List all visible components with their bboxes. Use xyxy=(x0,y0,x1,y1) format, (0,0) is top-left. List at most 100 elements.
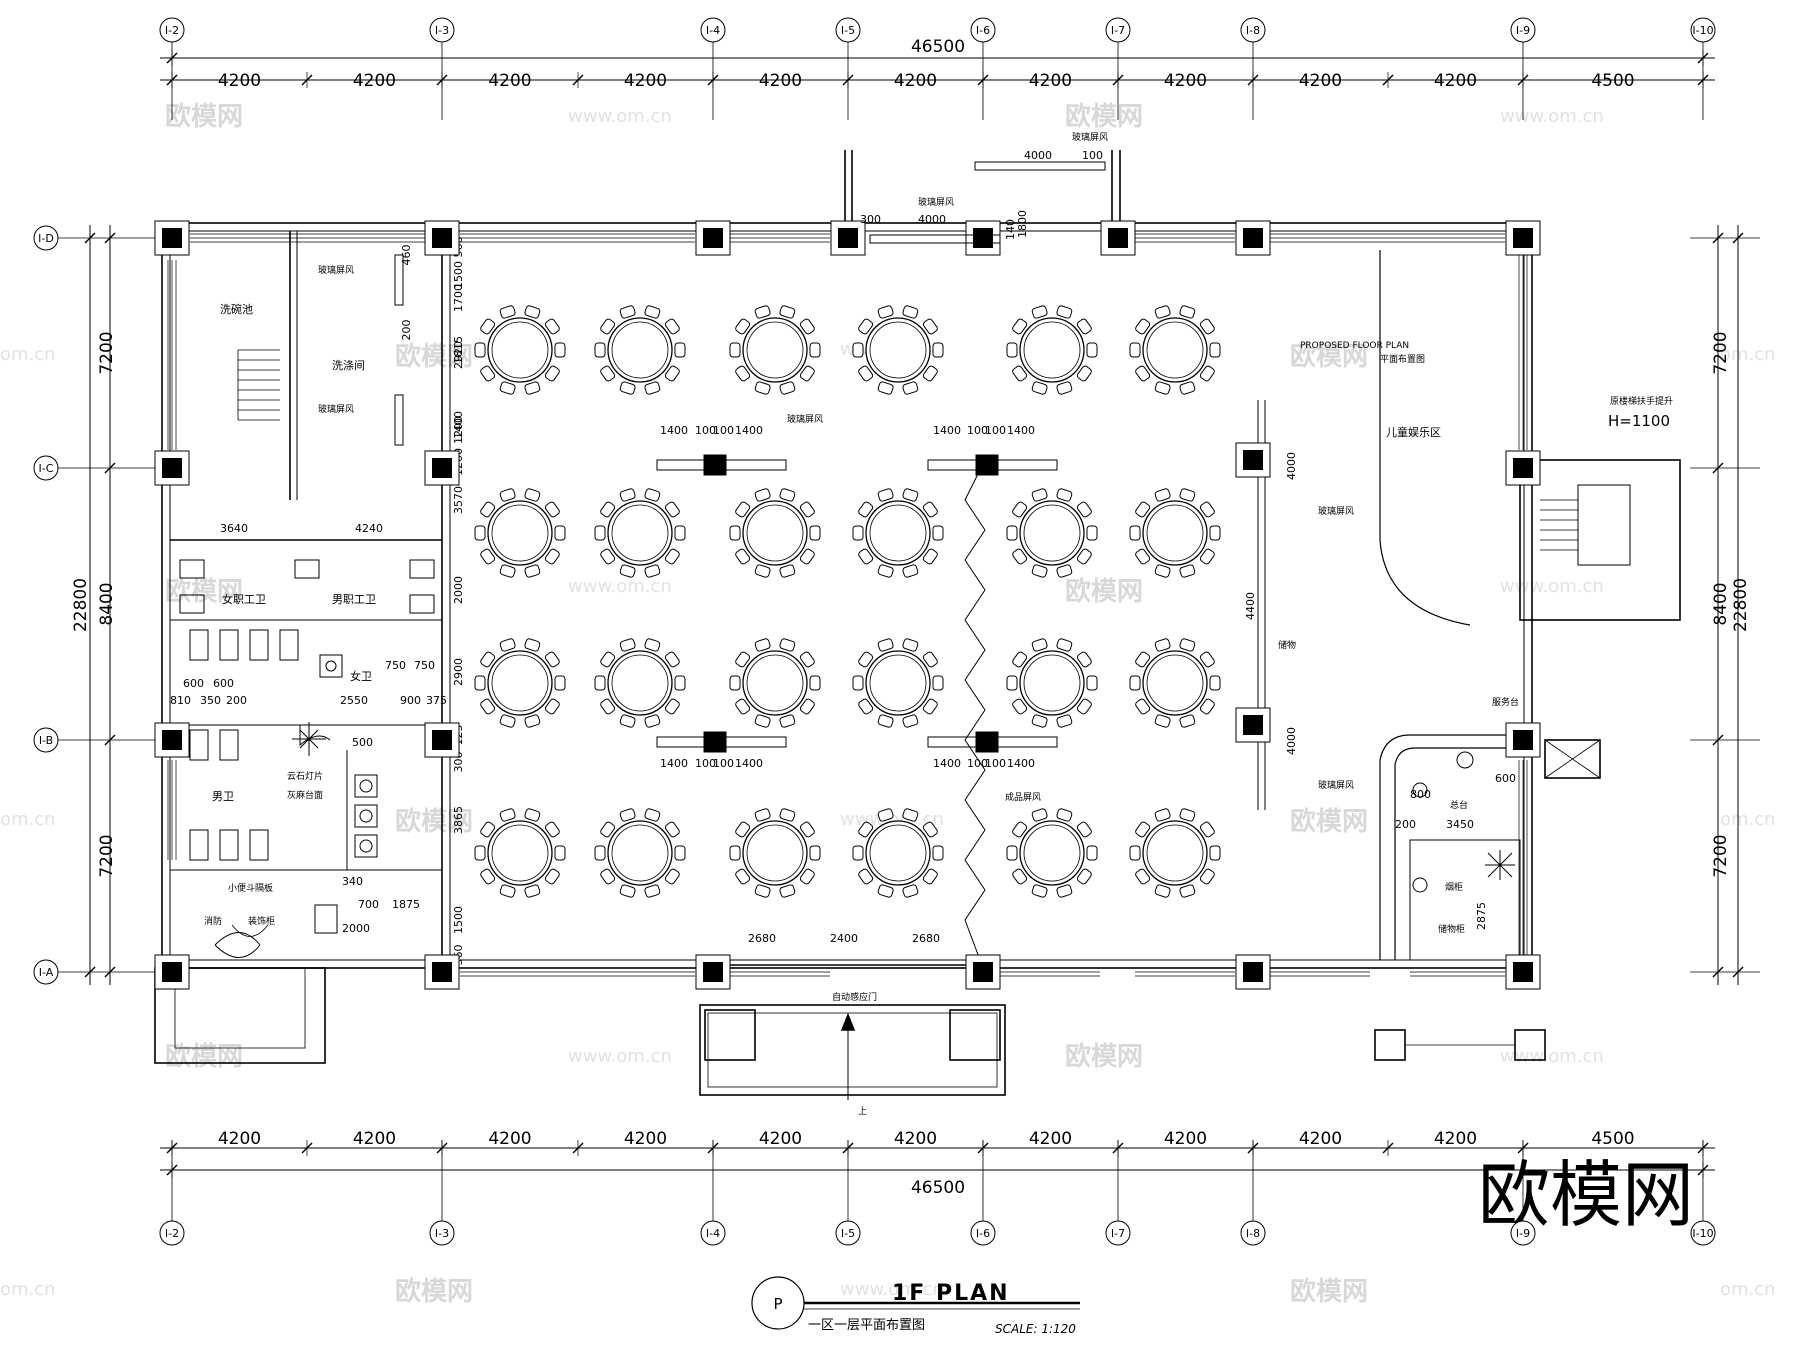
watermark-brand: 欧模网 xyxy=(1065,1041,1143,1072)
chair xyxy=(852,525,864,541)
round-table xyxy=(729,808,821,898)
chair xyxy=(474,675,486,691)
watermark-url: om.cn xyxy=(1720,1279,1776,1300)
chair xyxy=(799,501,815,518)
bay-dimension: 4200 xyxy=(353,1129,396,1149)
chair xyxy=(1199,501,1215,518)
chair xyxy=(735,698,751,715)
round-table xyxy=(594,638,686,728)
round-table xyxy=(474,488,566,578)
round-table xyxy=(852,305,944,395)
chair xyxy=(544,651,560,668)
chair xyxy=(877,488,894,502)
dim-text: 100 xyxy=(713,424,734,437)
dim-text: 1400 xyxy=(1007,424,1035,437)
chair xyxy=(1154,381,1171,395)
chair xyxy=(499,884,516,898)
chair xyxy=(1006,675,1018,691)
chair xyxy=(524,305,541,319)
chair xyxy=(594,342,606,358)
round-table xyxy=(729,638,821,728)
label-cloud-stone: 云石灯片 xyxy=(287,770,323,782)
label-glass-screen: 玻璃屏风 xyxy=(918,196,954,208)
label-wash-pool: 洗碗池 xyxy=(220,302,253,316)
chair xyxy=(1135,365,1151,382)
plan-tag-cn: 平面布置图 xyxy=(1380,353,1425,365)
dim-text: 800 xyxy=(1410,788,1431,801)
chair xyxy=(1076,318,1092,335)
chair xyxy=(544,501,560,518)
glass-screens xyxy=(394,161,1106,753)
chair xyxy=(600,365,616,382)
chair xyxy=(902,381,919,395)
column xyxy=(432,962,452,982)
dim-text: 3450 xyxy=(1446,818,1474,831)
chair xyxy=(1179,564,1196,578)
chair xyxy=(1086,845,1098,861)
label-glass-screen: 玻璃屏风 xyxy=(1318,779,1354,791)
chair xyxy=(858,501,874,518)
label-fire: 消防 xyxy=(204,915,222,927)
chair xyxy=(674,342,686,358)
chair xyxy=(664,698,680,715)
round-table xyxy=(1006,305,1098,395)
chair xyxy=(799,651,815,668)
column xyxy=(162,962,182,982)
chair xyxy=(1129,845,1141,861)
total-dimension: 22800 xyxy=(1731,578,1751,632)
grid-axis-label: I-10 xyxy=(1692,1227,1713,1240)
grid-axis-label: I-5 xyxy=(841,1227,855,1240)
label-wash-room: 洗涤间 xyxy=(332,358,365,372)
chair xyxy=(754,638,771,652)
chair xyxy=(1031,714,1048,728)
chair xyxy=(1076,501,1092,518)
label-male-wc: 男卫 xyxy=(212,790,234,803)
watermark-url: www.om.cn xyxy=(1500,106,1604,127)
bay-dimension: 4200 xyxy=(1029,1129,1072,1149)
chair xyxy=(902,808,919,822)
chair xyxy=(735,868,751,885)
chair xyxy=(480,698,496,715)
chair xyxy=(902,884,919,898)
total-dimension: 46500 xyxy=(911,37,965,57)
chair xyxy=(754,884,771,898)
bay-dimension: 4200 xyxy=(894,1129,937,1149)
chair xyxy=(1006,342,1018,358)
watermark-url: www.om.cn xyxy=(1500,1046,1604,1067)
dim-text: 100 xyxy=(967,424,988,437)
dim-text: 2680 xyxy=(748,932,776,945)
label-glass-screen: 玻璃屏风 xyxy=(1072,131,1108,143)
chair xyxy=(1135,821,1151,838)
title-badge-letter: P xyxy=(773,1295,782,1313)
bay-dimension: 4200 xyxy=(624,71,667,91)
chair xyxy=(1154,808,1171,822)
grid-axis-label: I-B xyxy=(39,734,53,747)
chair xyxy=(754,564,771,578)
row-dimension: 7200 xyxy=(97,834,117,877)
chair xyxy=(524,714,541,728)
wall-dimension: 1500 xyxy=(452,906,465,934)
chair xyxy=(1179,884,1196,898)
dim-text: 350 xyxy=(200,694,221,707)
watermark-url: om.cn xyxy=(0,809,56,830)
chair xyxy=(1056,638,1073,652)
chair xyxy=(799,548,815,565)
column xyxy=(162,458,182,478)
column xyxy=(1108,228,1128,248)
watermark-url: www.om.cn xyxy=(1500,576,1604,597)
grid-axis-label: I-9 xyxy=(1516,24,1530,37)
row-dimension: 8400 xyxy=(97,582,117,625)
dim-text: 4240 xyxy=(355,522,383,535)
chair xyxy=(1154,714,1171,728)
chair xyxy=(600,821,616,838)
chair xyxy=(1086,342,1098,358)
column xyxy=(1513,458,1533,478)
chair xyxy=(858,651,874,668)
chair xyxy=(754,714,771,728)
grid-bubble xyxy=(1240,1220,1266,1246)
label-stair-height: H=1100 xyxy=(1608,412,1670,430)
chair xyxy=(858,698,874,715)
label-vanity: 灰麻台面 xyxy=(287,789,323,801)
watermark-url: om.cn xyxy=(1720,344,1776,365)
chair xyxy=(877,884,894,898)
